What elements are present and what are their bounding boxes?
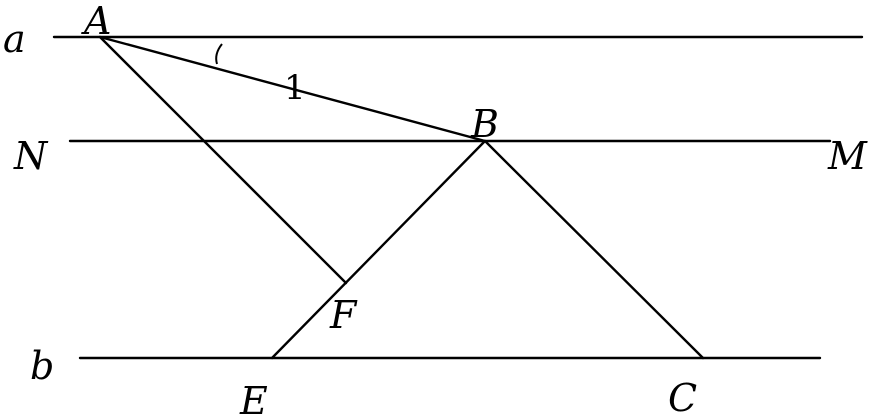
label-point-e: E xyxy=(239,379,268,419)
label-point-c: C xyxy=(668,376,697,419)
label-line-a: a xyxy=(3,17,26,61)
segment-ab xyxy=(98,35,487,143)
label-line-b: b xyxy=(30,344,54,388)
label-point-n: N xyxy=(13,134,49,178)
label-angle-1: 1 xyxy=(284,68,306,108)
angle-1-arc xyxy=(215,43,223,65)
label-point-f: F xyxy=(329,293,358,337)
segment-bc xyxy=(483,139,705,360)
segment-af xyxy=(98,35,348,285)
label-point-b: B xyxy=(470,102,499,146)
label-point-m: M xyxy=(827,134,868,178)
segment-be xyxy=(270,139,487,360)
label-point-a: A xyxy=(81,0,111,43)
